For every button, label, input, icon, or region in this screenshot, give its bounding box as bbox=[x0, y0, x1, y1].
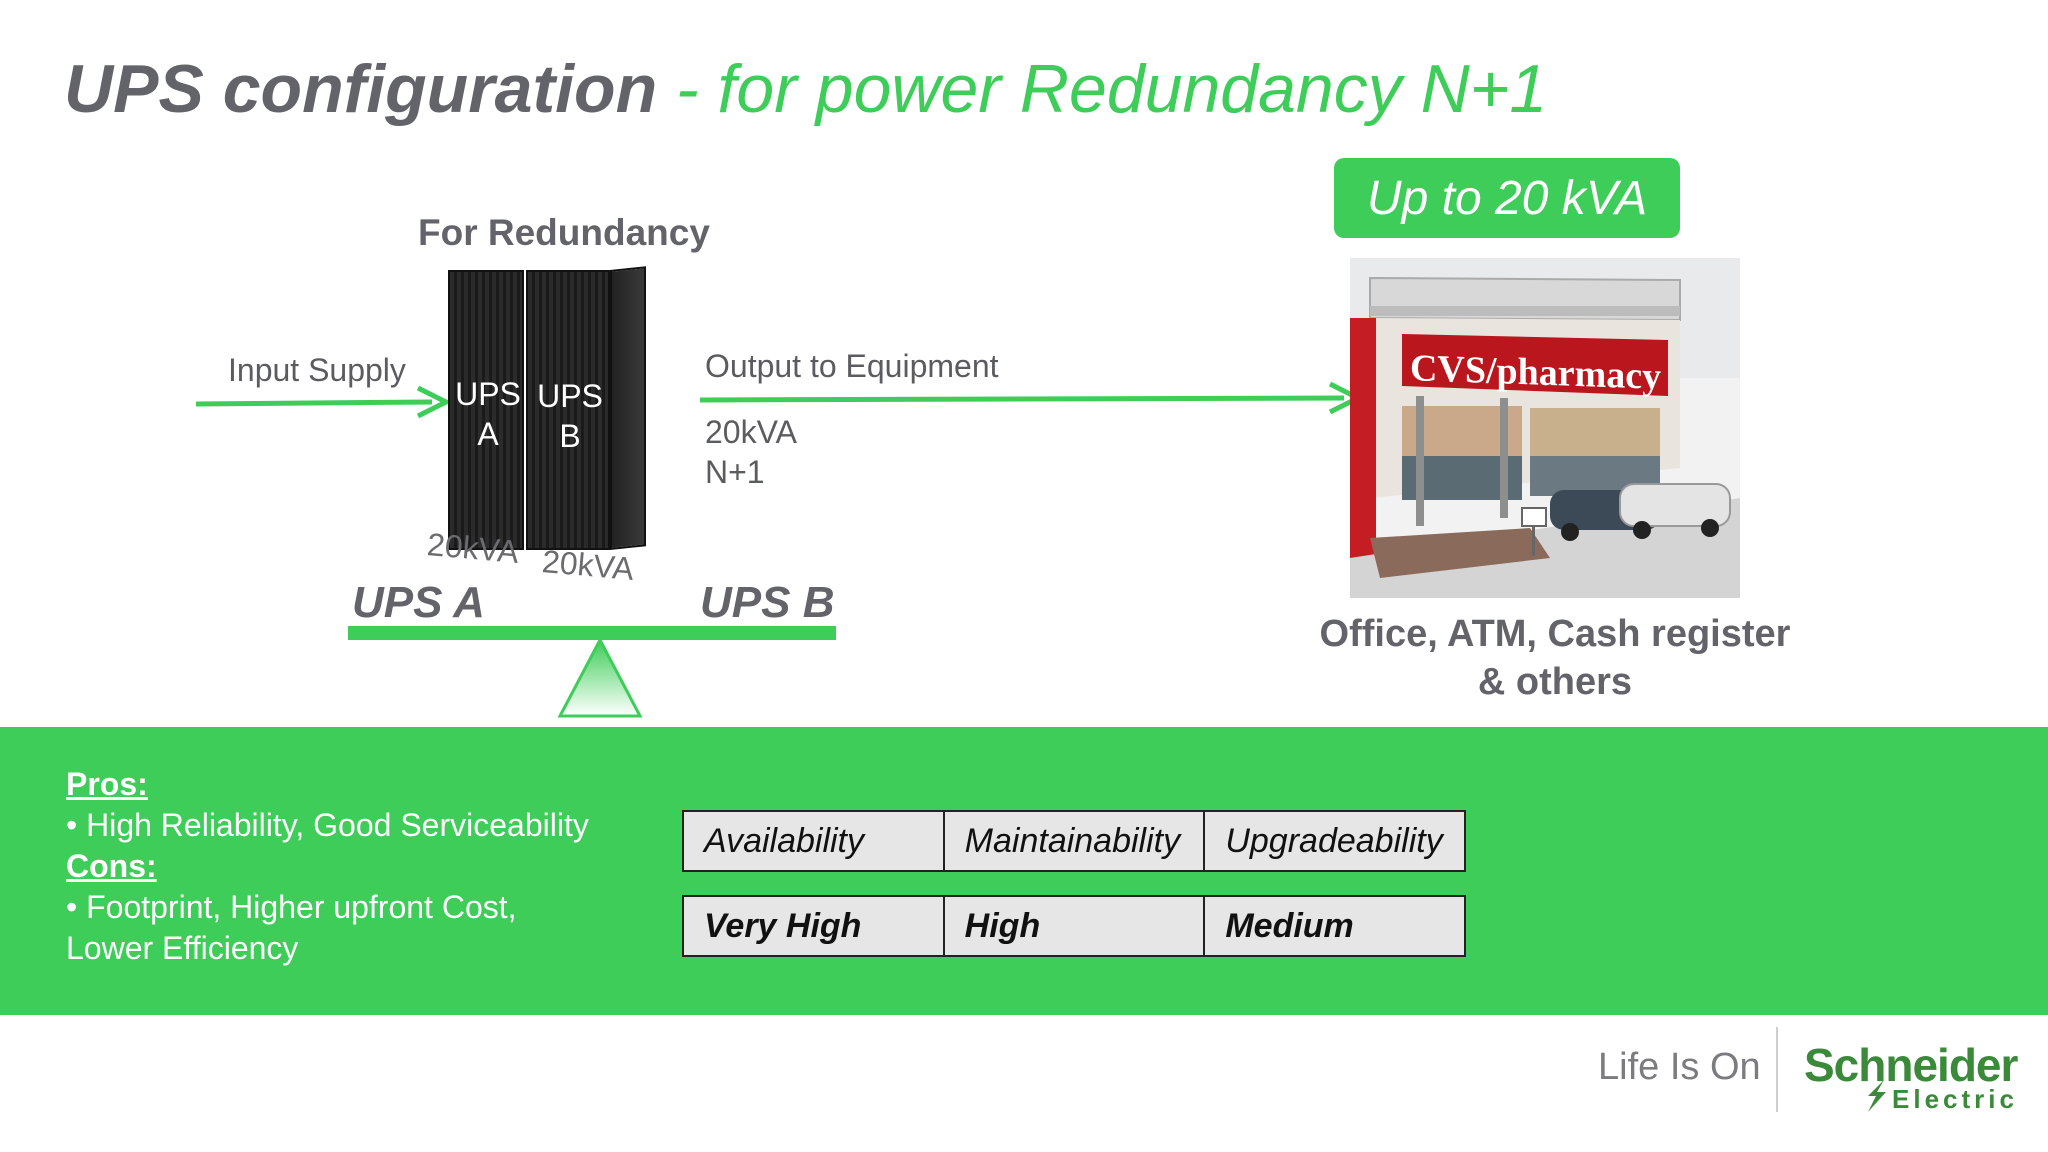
pros-item: • High Reliability, Good Serviceability bbox=[66, 807, 589, 843]
cabinet-side-panel bbox=[610, 266, 646, 550]
schneider-logo-text: Schneider bbox=[1804, 1039, 2018, 1091]
ratings-header-row: Availability Maintainability Upgradeabil… bbox=[682, 810, 1466, 872]
store-photo: CVS/pharmacy bbox=[1350, 258, 1740, 598]
pros-cons-list: Pros: • High Reliability, Good Serviceab… bbox=[66, 764, 589, 969]
header-maintainability: Maintainability bbox=[945, 812, 1206, 870]
equipment-caption: Office, ATM, Cash register & others bbox=[1250, 610, 1860, 706]
logo-divider bbox=[1776, 1027, 1778, 1112]
store-sign-text: CVS/pharmacy bbox=[1410, 347, 1661, 398]
ups-b-line2: B bbox=[559, 418, 581, 454]
cons-heading: Cons: bbox=[66, 848, 157, 884]
value-upgradeability: Medium bbox=[1225, 906, 1354, 945]
electric-logo-text: Electric bbox=[1892, 1084, 2018, 1114]
ups-b-cabinet-label: UPS B bbox=[528, 376, 612, 456]
cons-item-line1: • Footprint, Higher upfront Cost, bbox=[66, 889, 517, 925]
redundancy-heading: For Redundancy bbox=[418, 212, 710, 253]
schneider-mark-icon bbox=[1868, 1080, 1886, 1112]
pros-heading: Pros: bbox=[66, 766, 148, 802]
title-main: UPS configuration bbox=[64, 51, 658, 127]
ups-a-cabinet bbox=[448, 270, 524, 550]
value-maintainability: High bbox=[945, 897, 1206, 955]
balance-fulcrum bbox=[557, 636, 643, 718]
output-rating-kva: 20kVA bbox=[705, 414, 797, 450]
input-arrow bbox=[195, 385, 452, 419]
header-availability: Availability bbox=[684, 812, 945, 870]
slide-title: UPS configuration - for power Redundancy… bbox=[64, 52, 1547, 127]
caption-line2: & others bbox=[1477, 661, 1633, 703]
value-availability: Very High bbox=[684, 897, 945, 955]
ups-a-line1: UPS bbox=[455, 376, 521, 412]
output-rating: 20kVA N+1 bbox=[705, 412, 797, 492]
ups-cabinet-image: UPS A UPS B bbox=[448, 266, 698, 550]
ups-b-line1: UPS bbox=[537, 378, 603, 414]
capacity-badge: Up to 20 kVA bbox=[1334, 158, 1680, 238]
ups-b-cabinet bbox=[526, 270, 610, 550]
ups-a-cabinet-label: UPS A bbox=[450, 374, 526, 454]
ratings-value-row: Very High High Medium bbox=[682, 895, 1466, 957]
cons-item-line2: Lower Efficiency bbox=[66, 930, 299, 966]
output-equipment-label: Output to Equipment bbox=[705, 348, 999, 384]
ups-a-rating: 20kVA bbox=[425, 526, 521, 570]
header-upgradeability: Upgradeability bbox=[1225, 821, 1443, 860]
balance-beam bbox=[348, 626, 836, 640]
caption-line1: Office, ATM, Cash register bbox=[1319, 613, 1791, 655]
ups-b-rating: 20kVA bbox=[540, 543, 636, 587]
output-arrow bbox=[699, 381, 1364, 415]
input-supply-label: Input Supply bbox=[228, 352, 406, 388]
balance-label-ups-a: UPS A bbox=[352, 578, 485, 627]
output-rating-n1: N+1 bbox=[705, 454, 765, 490]
ups-a-line2: A bbox=[477, 416, 499, 452]
title-subtitle: - for power Redundancy N+1 bbox=[657, 51, 1548, 127]
balance-label-ups-b: UPS B bbox=[700, 578, 835, 627]
life-is-on-logo: Life Is On bbox=[1598, 1046, 1761, 1088]
